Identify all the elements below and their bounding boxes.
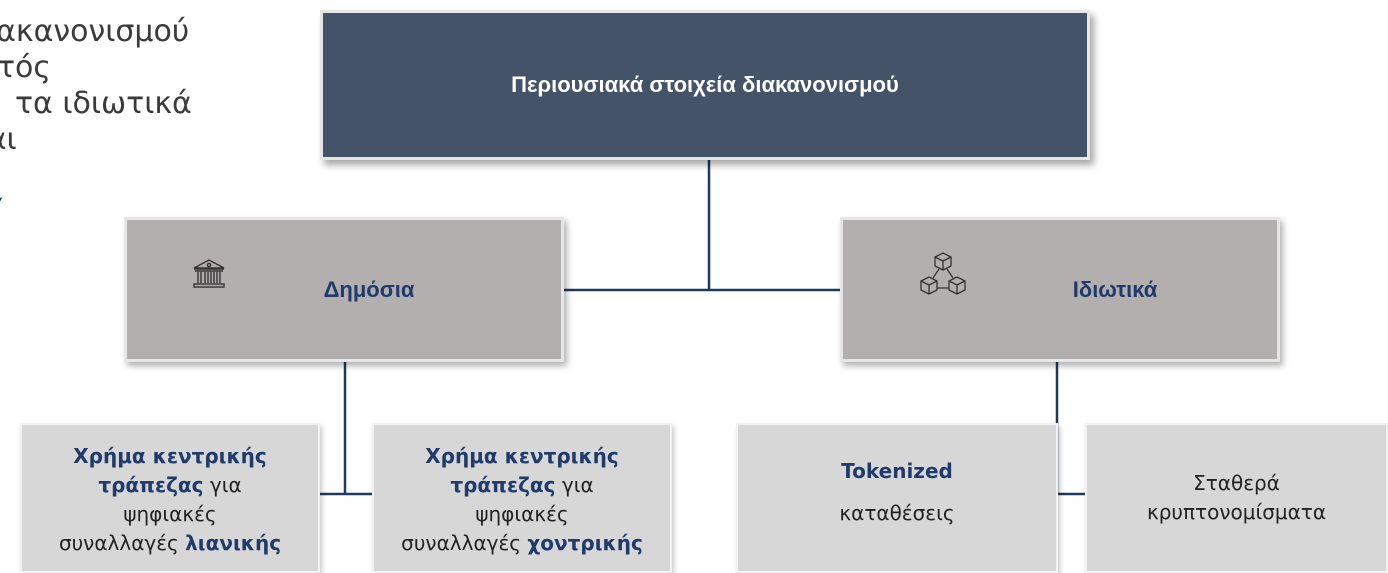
bank-building-icon	[191, 258, 227, 296]
leaf-text: χοντρικής	[527, 531, 643, 555]
background-text-line: ιακανονισμού	[0, 14, 190, 49]
retail-cbdc-node: Χρήμα κεντρικής τράπεζας για ψηφιακές συ…	[20, 423, 320, 573]
leaf-text: λιανικής	[185, 531, 282, 555]
public-assets-node: Δημόσια	[124, 217, 564, 362]
leaf-text: για	[555, 473, 594, 497]
cubes-network-icon	[917, 250, 969, 308]
background-text-line: εντός	[0, 50, 51, 85]
leaf-text: Χρήμα κεντρικής	[425, 444, 619, 468]
leaf-text: Tokenized	[841, 459, 953, 483]
leaf-text: τράπεζας	[98, 473, 204, 497]
leaf-text: καταθέσεις	[839, 501, 955, 525]
leaf-text: κρυπτονομίσματα	[1146, 500, 1327, 524]
leaf-text: Σταθερά	[1193, 471, 1280, 495]
leaf-text: ψηφιακές	[123, 502, 217, 526]
background-text-line: ά	[0, 186, 300, 222]
background-slide-text: ιακανονισμού εντός τα ιδιωτικά ναι ά	[0, 14, 300, 222]
leaf-text: τράπεζας	[450, 473, 556, 497]
leaf-text: Χρήμα κεντρικής	[73, 444, 267, 468]
leaf-text: ψηφιακές	[475, 502, 569, 526]
leaf-text: για	[203, 473, 242, 497]
root-node: Περιουσιακά στοιχεία διακανονισμού	[320, 10, 1090, 160]
wholesale-cbdc-node: Χρήμα κεντρικής τράπεζας για ψηφιακές συ…	[372, 423, 672, 573]
private-assets-label: Ιδιωτικά	[1072, 276, 1158, 302]
private-assets-node: Ιδιωτικά	[840, 217, 1280, 362]
stablecoins-node: Σταθερά κρυπτονομίσματα	[1085, 423, 1388, 573]
public-assets-label: Δημόσια	[323, 276, 415, 302]
background-text-line: τα ιδιωτικά	[15, 86, 192, 121]
tokenized-deposits-node: Tokenized καταθέσεις	[736, 423, 1058, 573]
leaf-text: συναλλαγές	[401, 531, 528, 555]
background-text-line: ναι	[0, 122, 17, 157]
root-node-label: Περιουσιακά στοιχεία διακανονισμού	[511, 72, 899, 97]
leaf-text: συναλλαγές	[58, 531, 186, 555]
